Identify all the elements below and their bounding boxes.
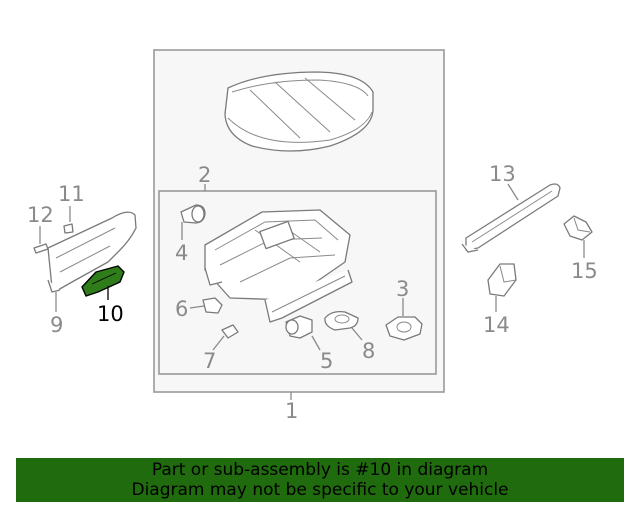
leader-13 bbox=[507, 183, 519, 201]
leader-6 bbox=[189, 305, 205, 309]
seat-track-frame bbox=[204, 209, 353, 323]
callout-14: 14 bbox=[483, 313, 510, 337]
callout-12: 12 bbox=[27, 203, 54, 227]
leader-7 bbox=[212, 335, 225, 351]
part-8-cover bbox=[324, 310, 359, 331]
leader-5 bbox=[311, 335, 321, 351]
callout-2: 2 bbox=[198, 163, 211, 187]
banner-line-1: Part or sub-assembly is #10 in diagram bbox=[151, 460, 489, 480]
callout-4: 4 bbox=[175, 241, 188, 265]
part-12-pin bbox=[33, 243, 49, 254]
callout-13: 13 bbox=[489, 162, 516, 186]
leader-8 bbox=[351, 327, 363, 341]
part-15-end-cap bbox=[563, 215, 593, 241]
callout-11: 11 bbox=[58, 182, 85, 206]
callout-15: 15 bbox=[571, 259, 598, 283]
part-6-bolt bbox=[202, 297, 223, 314]
part-4-knob bbox=[180, 204, 206, 224]
callout-10: 10 bbox=[97, 302, 124, 326]
seat-cushion bbox=[224, 71, 374, 152]
callout-8: 8 bbox=[362, 339, 375, 363]
part-3-bracket bbox=[385, 316, 423, 341]
part-10-handle bbox=[81, 265, 125, 297]
callout-9: 9 bbox=[50, 313, 63, 337]
callout-7: 7 bbox=[203, 349, 216, 373]
part-14-block bbox=[487, 263, 517, 297]
part-11-clip bbox=[63, 223, 74, 234]
callout-1: 1 bbox=[285, 399, 298, 423]
info-banner: Part or sub-assembly is #10 in diagram D… bbox=[16, 458, 624, 502]
part-13-rail bbox=[461, 183, 561, 253]
part-9-side-shield bbox=[47, 211, 137, 293]
part-7-clip bbox=[221, 324, 239, 339]
callout-5: 5 bbox=[320, 349, 333, 373]
part-5-actuator bbox=[285, 315, 313, 339]
callout-6: 6 bbox=[175, 297, 188, 321]
banner-line-2: Diagram may not be specific to your vehi… bbox=[131, 480, 509, 500]
callout-3: 3 bbox=[396, 277, 409, 301]
